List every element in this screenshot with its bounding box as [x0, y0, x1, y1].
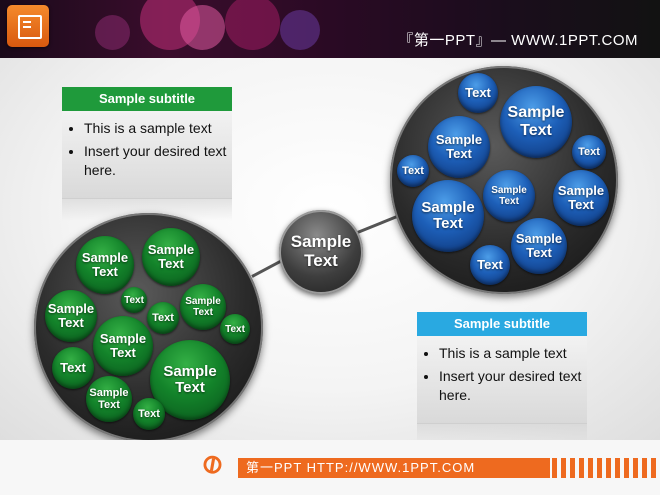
green-bubble: Text — [133, 398, 165, 430]
blue-bubble: Sample Text — [553, 170, 609, 226]
green-bubble: Sample Text — [45, 290, 97, 342]
bokeh-decoration — [280, 10, 320, 50]
bokeh-decoration — [225, 0, 280, 50]
left-text-box: Sample subtitle This is a sample text In… — [62, 87, 232, 221]
header-title: 『第一PPT』— WWW.1PPT.COM — [398, 32, 638, 49]
blue-bubble: Text — [397, 155, 429, 187]
green-bubble: Sample Text — [180, 284, 226, 330]
blue-bubble: Sample Text — [511, 218, 567, 274]
green-bubble: Sample Text — [76, 236, 134, 294]
green-bubble: Sample Text — [93, 316, 153, 376]
center-node: Sample Text — [279, 210, 363, 294]
right-box-bullet-1: This is a sample text — [439, 344, 587, 363]
blue-bubble: Sample Text — [500, 86, 572, 158]
right-box-subtitle: Sample subtitle — [417, 312, 587, 336]
right-box-body: This is a sample text Insert your desire… — [417, 336, 587, 424]
blue-bubble: Text — [470, 245, 510, 285]
paperclip-icon: ⊘ — [194, 445, 230, 483]
left-box-body: This is a sample text Insert your desire… — [62, 111, 232, 199]
bokeh-decoration — [95, 15, 130, 50]
right-box-bullet-2: Insert your desired text here. — [439, 367, 587, 405]
green-bubble: Sample Text — [86, 376, 132, 422]
left-box-bullet-1: This is a sample text — [84, 119, 232, 138]
left-box-reflection — [62, 199, 232, 221]
presentation-icon — [7, 5, 49, 47]
blue-bubble: Text — [458, 73, 498, 113]
blue-bubble: Sample Text — [483, 170, 535, 222]
left-box-subtitle: Sample subtitle — [62, 87, 232, 111]
right-text-box: Sample subtitle This is a sample text In… — [417, 312, 587, 446]
blue-bubble: Text — [572, 135, 606, 169]
header-banner: 『第一PPT』— WWW.1PPT.COM — [0, 0, 660, 58]
green-bubble: Text — [121, 287, 147, 313]
left-box-bullet-2: Insert your desired text here. — [84, 142, 232, 180]
green-bubble: Text — [220, 314, 250, 344]
green-bubble: Text — [52, 347, 94, 389]
blue-bubble: Sample Text — [428, 116, 490, 178]
footer: ⊘ 第一PPT HTTP://WWW.1PPT.COM — [0, 440, 660, 495]
footer-text: 第一PPT HTTP://WWW.1PPT.COM — [238, 458, 550, 478]
green-bubble: Text — [147, 302, 179, 334]
blue-bubble: Sample Text — [412, 180, 484, 252]
bokeh-decoration — [180, 5, 225, 50]
footer-stripes — [552, 458, 656, 478]
green-bubble: Sample Text — [142, 228, 200, 286]
